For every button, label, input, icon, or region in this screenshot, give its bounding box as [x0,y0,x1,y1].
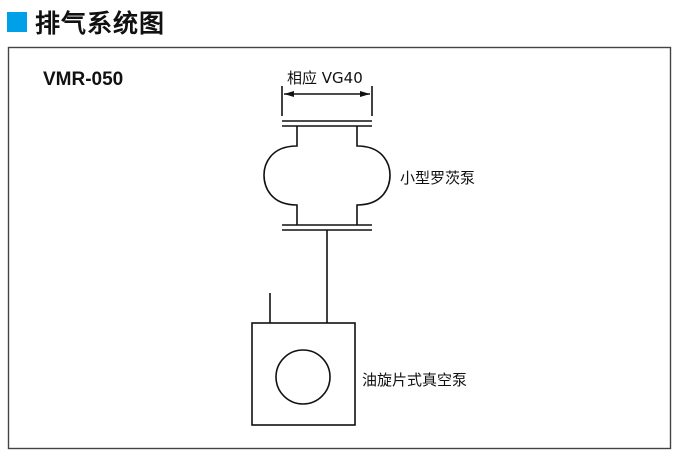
rotary-vane-pump-label: 油旋片式真空泵 [362,371,468,389]
dimension-label: 相应 VG40 [287,69,363,87]
roots-pump-symbol [263,120,391,231]
roots-pump-label: 小型罗茨泵 [400,169,476,187]
rotary-vane-pump-symbol [251,293,356,426]
page-title: 排气系统图 [35,9,166,38]
dimension-line [281,86,373,116]
title-marker-icon [7,12,27,32]
diagram-frame [7,46,672,450]
model-label: VMR-050 [43,69,124,90]
